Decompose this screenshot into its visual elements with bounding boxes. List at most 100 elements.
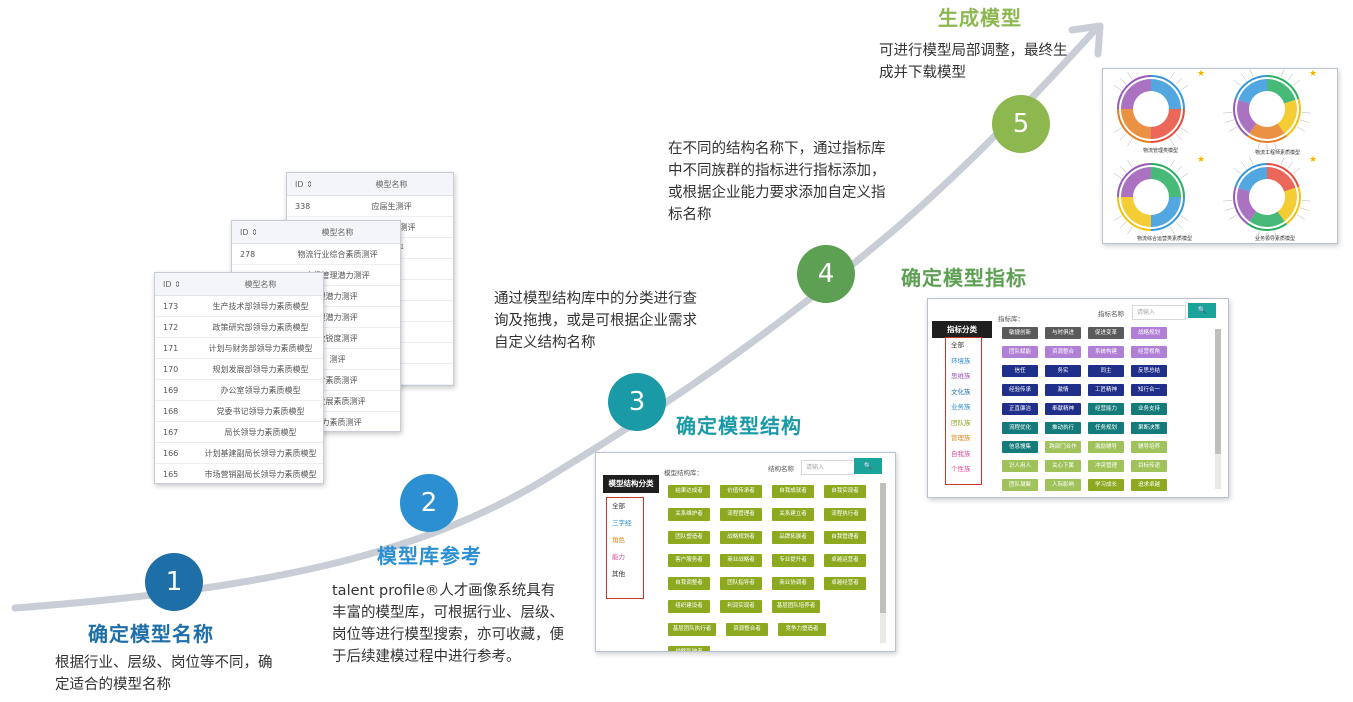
- indicator-chip[interactable]: 关心下属: [1045, 460, 1081, 472]
- indicator-chip[interactable]: 学习成长: [1088, 479, 1124, 491]
- indicator-search-input[interactable]: 请输入: [1132, 305, 1186, 320]
- side-item[interactable]: 文化族: [951, 387, 971, 396]
- indicator-chip[interactable]: 经营视角: [1131, 346, 1167, 358]
- indicator-chip[interactable]: 冲突管理: [1088, 460, 1124, 472]
- favorite-star-icon[interactable]: ★: [1197, 69, 1206, 79]
- structure-chip[interactable]: 卓越运营者: [824, 554, 866, 567]
- structure-chip[interactable]: 专业提升者: [772, 554, 814, 567]
- indicator-chip[interactable]: 反思总结: [1131, 365, 1167, 377]
- indicator-chip[interactable]: 业务支持: [1131, 403, 1167, 415]
- indicator-chip[interactable]: 团队凝聚: [1002, 479, 1038, 491]
- favorite-star-icon[interactable]: ★: [1197, 155, 1206, 165]
- structure-chip[interactable]: 客户服务者: [668, 554, 710, 567]
- indicator-chip[interactable]: 辅导培养: [1131, 441, 1167, 453]
- structure-chip[interactable]: 结果达成者: [668, 485, 710, 498]
- indicator-chip[interactable]: 信任: [1002, 365, 1038, 377]
- side-item[interactable]: 三字经: [612, 519, 632, 527]
- structure-chip[interactable]: 商业协调者: [772, 577, 814, 590]
- side-item[interactable]: 管理族: [951, 434, 971, 442]
- structure-chip[interactable]: 自我管理者: [824, 531, 866, 544]
- indicator-chip[interactable]: 激励辅导: [1088, 441, 1124, 453]
- indicator-chip[interactable]: 流程优化: [1002, 422, 1038, 434]
- indicator-chip[interactable]: 与时俱进: [1045, 327, 1081, 339]
- structure-chip[interactable]: 关系建立者: [772, 508, 814, 521]
- structure-search-input[interactable]: 请输入: [801, 460, 855, 475]
- indicator-chip[interactable]: 推动执行: [1045, 422, 1081, 434]
- structure-chip[interactable]: 价值传承者: [720, 485, 762, 498]
- structure-chip[interactable]: 卓越经营者: [824, 577, 866, 590]
- structure-chip[interactable]: 竞争力塑造者: [778, 623, 826, 636]
- indicator-chip[interactable]: 激情: [1045, 384, 1081, 396]
- structure-chip[interactable]: 流程管理者: [720, 508, 762, 521]
- id-header[interactable]: ID ⇕: [155, 273, 198, 296]
- side-item[interactable]: 自我族: [951, 449, 971, 458]
- indicator-chip[interactable]: 资源整合: [1045, 346, 1081, 358]
- indicator-chip[interactable]: 跨部门合作: [1045, 441, 1081, 453]
- structure-chip[interactable]: 关系维护者: [668, 508, 710, 521]
- structure-chip[interactable]: 利润实现者: [720, 600, 762, 613]
- indicator-chip[interactable]: 果断决策: [1131, 422, 1167, 434]
- indicator-chip[interactable]: 人际影响: [1045, 479, 1081, 491]
- structure-chip[interactable]: 基层团队执行者: [668, 623, 716, 636]
- id-header[interactable]: ID ⇕: [287, 173, 330, 196]
- side-item[interactable]: 角色: [612, 536, 625, 544]
- structure-chip[interactable]: 自我调整者: [668, 577, 710, 590]
- side-item[interactable]: 全部: [612, 502, 625, 510]
- indicator-chip[interactable]: 任务规划: [1088, 422, 1124, 434]
- structure-chip[interactable]: 流程执行者: [824, 508, 866, 521]
- indicator-chip[interactable]: 正直廉洁: [1002, 403, 1038, 415]
- structure-scrollbar[interactable]: [880, 483, 886, 643]
- indicator-chip[interactable]: 促进变革: [1088, 327, 1124, 339]
- side-item[interactable]: 思维族: [951, 372, 971, 380]
- structure-chip[interactable]: 团队塑造者: [668, 531, 710, 544]
- favorite-star-icon[interactable]: ★: [1309, 69, 1318, 79]
- structure-chip[interactable]: 团队指导者: [720, 577, 762, 590]
- indicator-chip[interactable]: 战略规划: [1131, 327, 1167, 339]
- indicator-chip[interactable]: 目标传递: [1131, 460, 1167, 472]
- structure-search-button[interactable]: 🔍: [854, 458, 882, 474]
- indicator-chip[interactable]: 奉献精神: [1045, 403, 1081, 415]
- structure-chip[interactable]: 自我成就者: [772, 485, 814, 498]
- side-item[interactable]: 业务族: [951, 403, 971, 411]
- side-item[interactable]: 环境族: [951, 356, 971, 365]
- side-item[interactable]: 个性族: [951, 465, 971, 473]
- side-item[interactable]: 其他: [612, 570, 625, 578]
- indicator-chip[interactable]: 经营能力: [1088, 403, 1124, 415]
- indicator-chip[interactable]: 识人用人: [1002, 460, 1038, 472]
- indicator-chip[interactable]: 系统构建: [1088, 346, 1124, 358]
- side-item[interactable]: 全部: [951, 341, 964, 349]
- structure-chip[interactable]: 品牌拓展者: [772, 531, 814, 544]
- structure-chip[interactable]: 战略影响者: [668, 646, 710, 651]
- indicator-scrollbar[interactable]: [1215, 329, 1221, 489]
- indicator-chip[interactable]: 经验传承: [1002, 384, 1038, 396]
- structure-chip[interactable]: 组织建设者: [668, 600, 710, 613]
- indicator-chip[interactable]: 敏捷创新: [1002, 327, 1038, 339]
- structure-chip[interactable]: 资源整合者: [726, 623, 768, 636]
- structure-chip[interactable]: 自我实现者: [824, 485, 866, 498]
- indicator-chip[interactable]: 团队赋能: [1002, 346, 1038, 358]
- indicator-chip[interactable]: 务实: [1045, 365, 1081, 377]
- indicator-chip[interactable]: 工匠精神: [1088, 384, 1124, 396]
- indicator-chip[interactable]: 信息搜集: [1002, 441, 1038, 453]
- id-header[interactable]: ID ⇕: [232, 221, 275, 244]
- side-item[interactable]: 能力: [612, 553, 625, 561]
- favorite-star-icon[interactable]: ★: [1309, 155, 1318, 165]
- indicator-search-button[interactable]: 🔍: [1188, 303, 1216, 318]
- indicator-chip[interactable]: 同主: [1088, 365, 1124, 377]
- side-item[interactable]: 团队族: [951, 418, 971, 427]
- indicator-chip[interactable]: 追求卓越: [1131, 479, 1167, 491]
- structure-chip[interactable]: 基层团队培养者: [772, 600, 820, 613]
- structure-chip[interactable]: 战略规划者: [720, 531, 762, 544]
- indicator-chip[interactable]: 知行合一: [1131, 384, 1167, 396]
